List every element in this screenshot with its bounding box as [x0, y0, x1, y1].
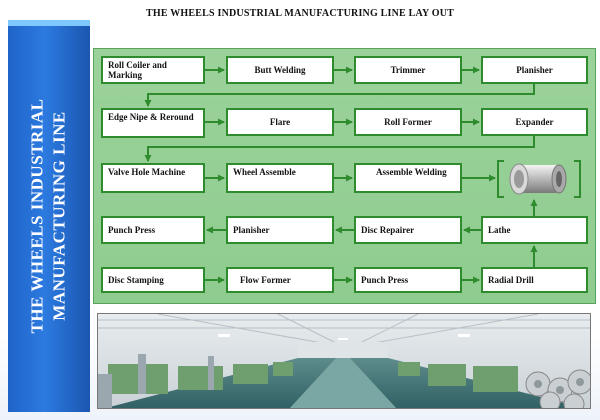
step-valve-hole: Valve Hole Machine — [101, 163, 205, 193]
step-assemble-welding: Assemble Welding — [354, 163, 462, 193]
factory-floor-photo — [97, 313, 591, 409]
step-lathe: Lathe — [481, 216, 588, 244]
step-butt-welding: Butt Welding — [226, 56, 334, 84]
step-edge-nipe: Edge Nipe & Reround — [101, 108, 205, 138]
wheel-image — [497, 160, 581, 198]
step-roll-former: Roll Former — [354, 108, 462, 136]
step-planisher-1: Planisher — [481, 56, 588, 84]
step-disc-stamping: Disc Stamping — [101, 267, 205, 293]
step-flare: Flare — [226, 108, 334, 136]
step-punch-press-1: Punch Press — [101, 216, 205, 244]
step-trimmer: Trimmer — [354, 56, 462, 84]
wheel-rim-icon — [509, 163, 567, 195]
step-expander: Expander — [481, 108, 588, 136]
side-title-line2: MANUFACTURING LINE — [50, 111, 70, 321]
step-radial-drill: Radial Drill — [481, 267, 588, 293]
step-planisher-2: Planisher — [226, 216, 334, 244]
page-title: THE WHEELS INDUSTRIAL MANUFACTURING LINE… — [146, 8, 454, 19]
step-disc-repairer: Disc Repairer — [354, 216, 462, 244]
step-flow-former: Flow Former — [226, 267, 334, 293]
side-title: THE WHEELS INDUSTRIAL MANUFACTURING LINE — [8, 20, 90, 412]
step-punch-press-2: Punch Press — [354, 267, 462, 293]
side-title-bar — [8, 20, 90, 412]
step-wheel-assemble: Wheel Assemble — [226, 163, 334, 193]
side-title-line1: THE WHEELS INDUSTRIAL — [28, 98, 48, 334]
step-roll-coiler: Roll Coiler and Marking — [101, 56, 205, 84]
